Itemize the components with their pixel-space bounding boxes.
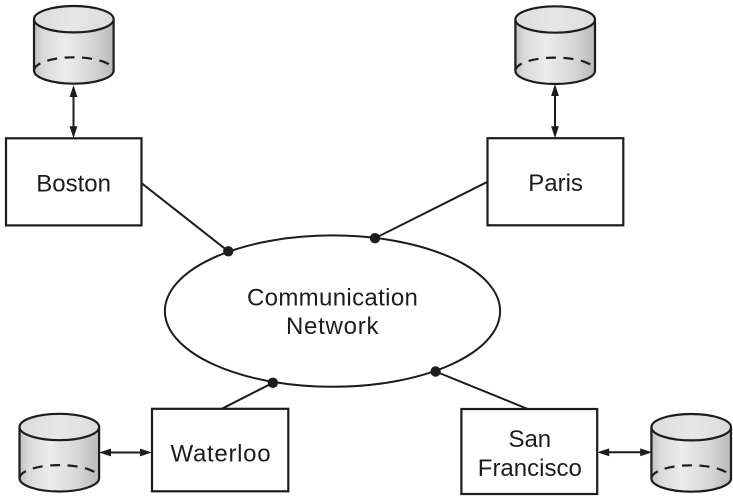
svg-text:Network: Network [286, 313, 380, 340]
svg-text:Boston: Boston [36, 170, 111, 197]
svg-text:San: San [508, 426, 551, 453]
svg-text:Paris: Paris [528, 170, 583, 197]
svg-text:Francisco: Francisco [478, 455, 582, 482]
svg-text:Waterloo: Waterloo [171, 441, 272, 468]
svg-text:Communication: Communication [247, 285, 418, 312]
